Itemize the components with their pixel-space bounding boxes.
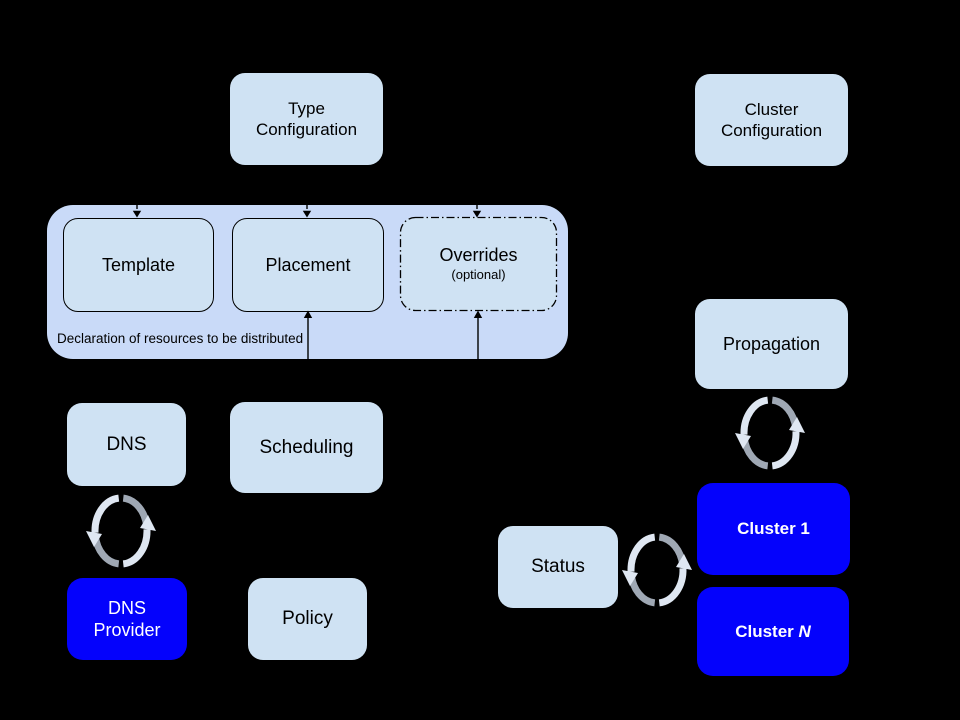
policy-label: Policy [282,608,333,630]
status-node: Status [498,526,618,608]
scheduling-node: Scheduling [230,402,383,493]
overrides-node: Overrides (optional) [400,217,557,311]
type-configuration-node: Type Configuration [230,73,383,165]
status-label: Status [531,556,585,578]
overrides-optional-note: (optional) [451,266,506,282]
propagation-label: Propagation [722,333,821,354]
dns-provider-label: DNS Provider [93,597,161,641]
dns-provider-node: DNS Provider [67,578,187,660]
cluster-n-node: Cluster N [697,587,849,676]
type-configuration-label: Type Configuration [255,98,358,139]
placement-node: Placement [232,218,384,312]
cluster-configuration-label: Cluster Configuration [720,99,823,140]
cluster-configuration-node: Cluster Configuration [695,74,848,166]
scheduling-label: Scheduling [259,436,354,458]
declaration-caption: Declaration of resources to be distribut… [57,331,304,346]
cluster-n-label: Cluster N [735,621,811,641]
template-label: Template [101,254,176,275]
overrides-label-group: Overrides (optional) [439,244,517,283]
cluster-1-label: Cluster 1 [737,519,810,539]
dns-node: DNS [67,403,186,486]
policy-node: Policy [248,578,367,660]
dns-provider-sync-icon [86,494,156,568]
placement-label: Placement [265,254,351,275]
propagation-node: Propagation [695,299,848,389]
template-node: Template [63,218,214,312]
cluster-1-node: Cluster 1 [697,483,850,575]
overrides-label: Overrides [439,245,518,266]
dns-label: DNS [106,433,147,455]
propagation-cluster-sync-icon [735,396,805,470]
status-cluster-sync-icon [622,533,692,607]
